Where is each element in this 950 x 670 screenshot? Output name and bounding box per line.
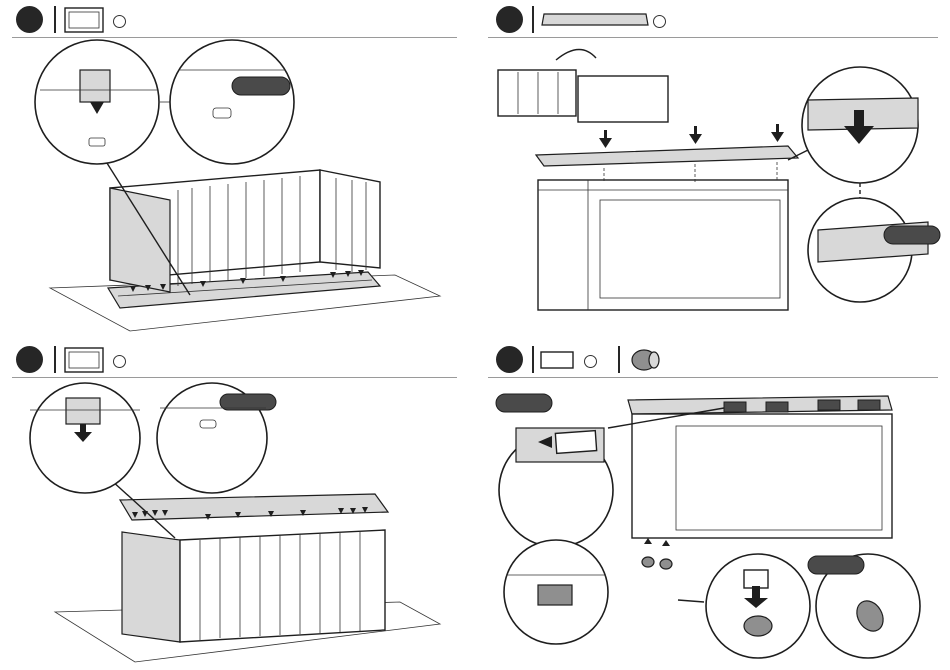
- step-4-callout-label-left: [496, 394, 552, 412]
- step-3-number: [16, 346, 43, 373]
- step-3-illustration: [0, 380, 460, 670]
- step-1-number: [16, 6, 43, 33]
- step-3-rule: [12, 377, 457, 378]
- step-1-separator: [54, 6, 56, 33]
- side-panel-icon: [64, 7, 104, 33]
- step-4-separator: [532, 346, 534, 373]
- step-4-number: [496, 346, 523, 373]
- step-1-badge: [16, 6, 43, 33]
- step-1-callout-label: [232, 77, 290, 95]
- step-4-rule: [488, 377, 938, 378]
- step-3-separator: [54, 346, 56, 373]
- step-4-callout-label-right: [808, 556, 864, 574]
- step-1-qty: [113, 15, 126, 28]
- step-2-rule: [488, 37, 938, 38]
- clip-icon: [540, 350, 574, 370]
- step-1-panel: [0, 0, 460, 335]
- step-2-badge: [496, 6, 523, 33]
- step-1-rule: [12, 37, 457, 38]
- step-3-panel: [0, 340, 460, 667]
- step-4-panel: [488, 340, 948, 667]
- lid-panel-icon: [540, 13, 650, 27]
- step-3-badge: [16, 346, 43, 373]
- step-2-callout-label: [884, 226, 940, 244]
- step-4-badge: [496, 346, 523, 373]
- step-2-illustration: [488, 40, 948, 340]
- step-4-qty: [584, 355, 597, 368]
- step-4-separator-2: [618, 346, 620, 373]
- step-4-illustration: [488, 380, 948, 670]
- side-panel-icon: [64, 347, 104, 373]
- step-3-qty: [113, 355, 126, 368]
- step-2-number: [496, 6, 523, 33]
- step-3-header: [12, 344, 457, 380]
- screw-cap-icon: [630, 347, 662, 373]
- step-2-qty: [653, 15, 666, 28]
- step-1-header: [12, 4, 457, 40]
- step-2-panel: [488, 0, 948, 335]
- step-1-illustration: [0, 40, 460, 340]
- step-4-header: [488, 344, 938, 380]
- step-2-header: [488, 4, 938, 40]
- step-2-separator: [532, 6, 534, 33]
